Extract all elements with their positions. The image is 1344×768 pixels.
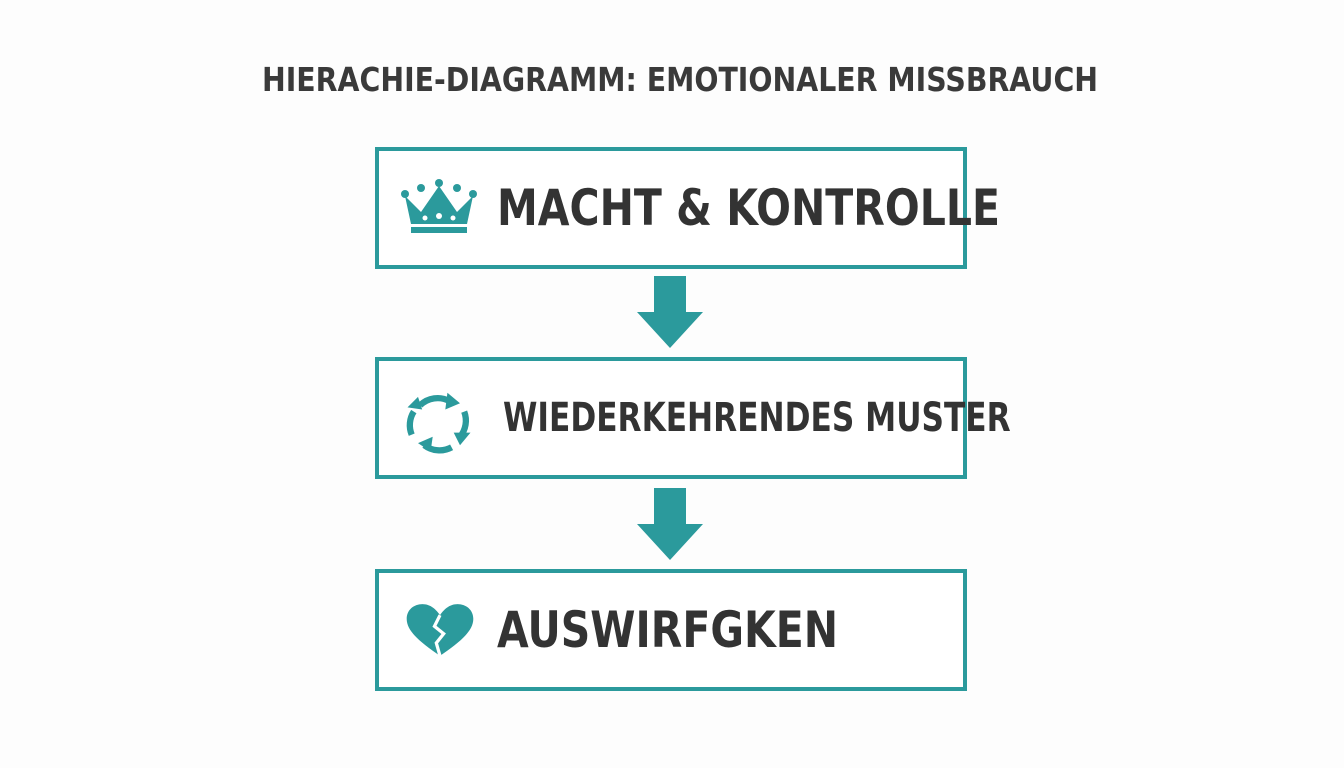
level-box-power-control: MACHT & KONTROLLE: [375, 147, 1000, 269]
crown-icon: [401, 179, 477, 233]
level-box-recurring-pattern: WIEDERKEHRENDES MUSTER: [375, 357, 1011, 479]
down-arrow-icon: [637, 488, 703, 560]
level-box-effects: AUSWIRFGKEN: [375, 569, 967, 691]
diagram-title: HIERACHIE-DIAGRAMM: EMOTIONALER MISSBRAU…: [261, 60, 1099, 99]
down-arrow-icon: [637, 276, 703, 348]
level-label: WIEDERKEHRENDES MUSTER: [503, 395, 1011, 441]
level-label: MACHT & KONTROLLE: [497, 179, 1000, 237]
cycle-arrows-icon: [406, 392, 471, 454]
level-label: AUSWIRFGKEN: [497, 601, 839, 659]
broken-heart-icon: [406, 604, 474, 657]
